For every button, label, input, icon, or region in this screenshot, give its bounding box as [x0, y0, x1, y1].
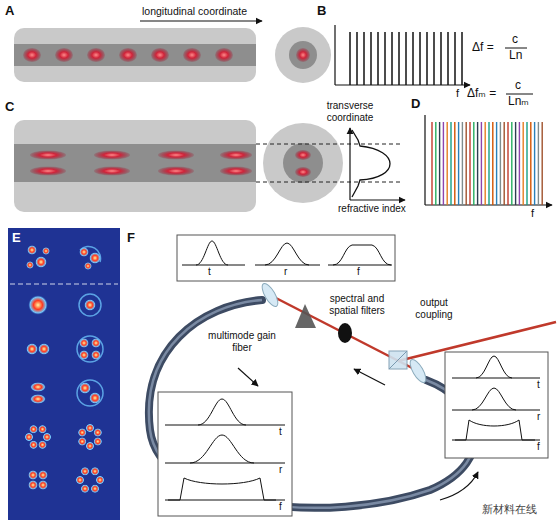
- panel-letter: F: [127, 231, 135, 246]
- axis-label: refractive index: [338, 203, 406, 215]
- axis-label: f: [531, 207, 534, 220]
- axis-label: longitudinal coordinate: [142, 5, 247, 17]
- formula-denominator: Lnₘ: [508, 95, 529, 109]
- axis-label: t: [208, 266, 211, 278]
- axis-label: r: [537, 411, 540, 423]
- axis-label: transverse coordinate: [310, 100, 390, 123]
- panel-letter: D: [411, 97, 420, 112]
- component-label: spectral and spatial filters: [320, 293, 394, 316]
- axis-label: f: [456, 87, 459, 100]
- formula-numerator: c: [515, 79, 521, 93]
- watermark: 新材料在线: [482, 504, 537, 517]
- formula-denominator: Ln: [509, 49, 522, 63]
- panel-letter: A: [5, 4, 14, 19]
- formula-text: Δf =: [472, 41, 494, 55]
- axis-label: r: [279, 464, 282, 476]
- formula-numerator: c: [512, 33, 518, 47]
- panel-letter: C: [5, 100, 14, 115]
- axis-label: f: [357, 266, 360, 278]
- axis-label: t: [537, 379, 540, 391]
- axis-label: f: [537, 441, 540, 453]
- axis-label: t: [279, 426, 282, 438]
- component-label: output coupling: [404, 297, 464, 320]
- axis-label: r: [284, 266, 287, 278]
- panel-letter: B: [317, 4, 326, 19]
- panel-letter: E: [12, 231, 21, 246]
- axis-label: f: [279, 501, 282, 513]
- formula-text: Δfₘ =: [467, 87, 496, 101]
- component-label: multimode gain fiber: [200, 330, 284, 353]
